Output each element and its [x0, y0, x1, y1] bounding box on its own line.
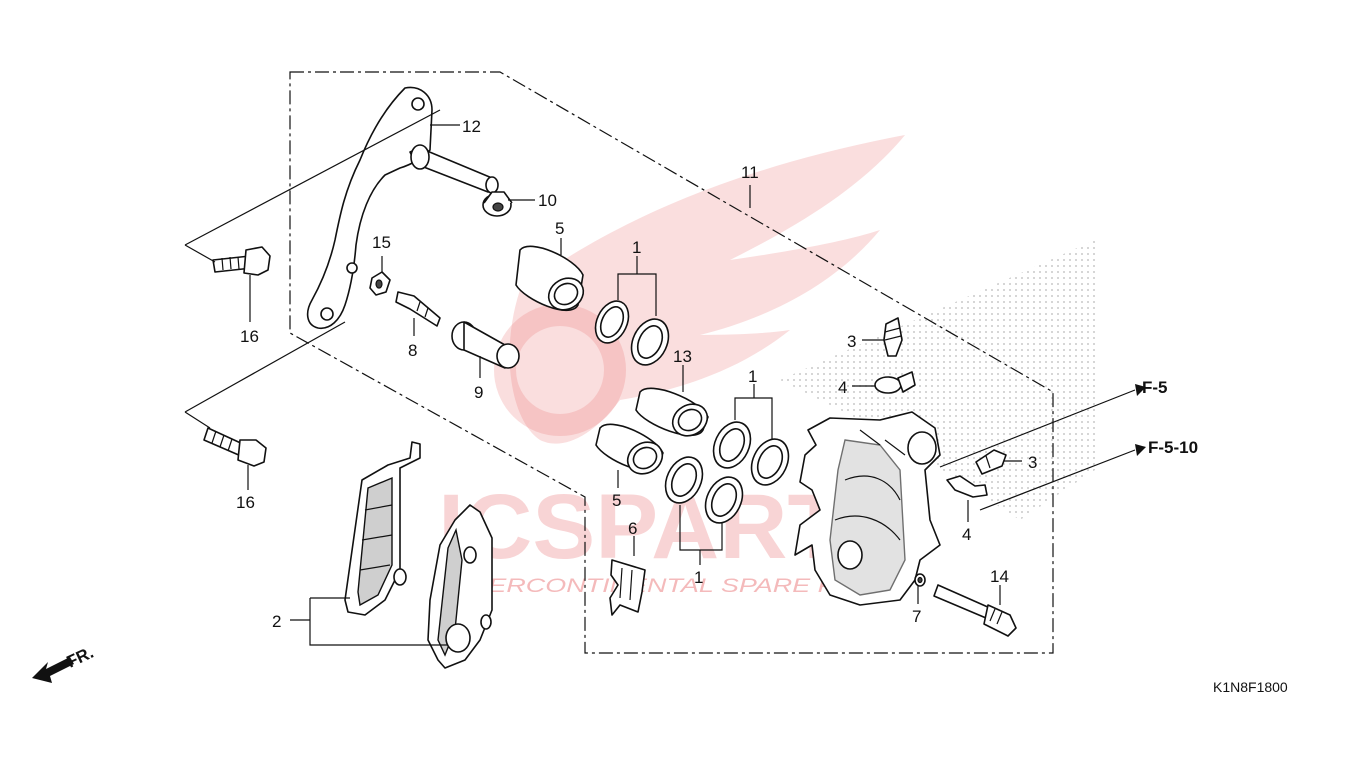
part-label-5-upper[interactable]: 5 — [555, 219, 564, 238]
front-label: FR. — [64, 643, 97, 672]
pin-8 — [395, 291, 441, 327]
seal-set-1-lower — [664, 456, 744, 524]
watermark-wing-dots — [780, 240, 1095, 520]
reference-f-5-10[interactable]: F-5-10 — [1148, 438, 1198, 457]
bolt-16-upper — [212, 246, 271, 276]
bleeder-3-upper — [883, 317, 903, 357]
pin-9 — [451, 321, 520, 369]
part-label-16-upper[interactable]: 16 — [240, 327, 259, 346]
watermark: ICSPARTS INTERCONTINENTAL SPARE PARTS — [438, 135, 1095, 597]
brake-pad-2-inner — [427, 504, 493, 669]
part-label-1-right[interactable]: 1 — [748, 367, 757, 386]
ref-arrow-icon — [1135, 384, 1146, 396]
part-label-4-right[interactable]: 4 — [962, 525, 971, 544]
piston-5-lower — [595, 423, 664, 475]
part-label-3-upper[interactable]: 3 — [847, 332, 856, 351]
diagram-code: K1N8F1800 — [1213, 679, 1288, 695]
washer-7 — [914, 573, 926, 587]
watermark-gear-icon — [494, 304, 626, 436]
bolt-16-lower — [203, 427, 267, 467]
part-label-7-visible[interactable]: 7 — [912, 607, 921, 626]
part-label-13[interactable]: 13 — [673, 347, 692, 366]
seal-set-1-upper — [594, 300, 670, 366]
part-label-15[interactable]: 15 — [372, 233, 391, 252]
part-label-9[interactable]: 9 — [474, 383, 483, 402]
boot-10 — [482, 191, 513, 217]
spring-clip-6 — [609, 559, 646, 616]
part-label-16-lower[interactable]: 16 — [236, 493, 255, 512]
nut-15 — [369, 271, 391, 296]
pin-14 — [933, 584, 1017, 637]
part-label-1-lower[interactable]: 1 — [694, 568, 703, 587]
part-label-12[interactable]: 12 — [462, 117, 481, 136]
part-label-2[interactable]: 2 — [272, 612, 281, 631]
reference-arrows — [1135, 384, 1146, 456]
part-label-10[interactable]: 10 — [538, 191, 557, 210]
cap-4-right — [946, 475, 988, 498]
part-label-4-upper[interactable]: 4 — [838, 378, 847, 397]
brake-pad-2-outer — [344, 441, 421, 616]
ref-arrow-icon — [1135, 444, 1146, 456]
watermark-wing-icon — [509, 135, 905, 444]
seal-set-1-right — [712, 421, 790, 486]
leader-lines — [184, 109, 1136, 646]
front-indicator: FR. — [32, 643, 97, 683]
part-label-14[interactable]: 14 — [990, 567, 1009, 586]
piston-5-upper — [515, 245, 585, 311]
caliper-bracket — [306, 86, 499, 330]
cap-4-upper — [874, 371, 916, 394]
part-label-5-lower[interactable]: 5 — [612, 491, 621, 510]
front-arrow-icon — [32, 657, 74, 683]
part-label-6[interactable]: 6 — [628, 519, 637, 538]
caliper-body — [794, 411, 941, 606]
part-label-11[interactable]: 11 — [741, 163, 759, 182]
part-label-3-right[interactable]: 3 — [1028, 453, 1037, 472]
reference-f-5[interactable]: F-5 — [1142, 378, 1168, 397]
part-label-1-upper[interactable]: 1 — [632, 238, 641, 257]
assembly-boundary — [289, 71, 1054, 654]
piston-13 — [635, 387, 709, 437]
part-label-8[interactable]: 8 — [408, 341, 417, 360]
watermark-tagline: INTERCONTINENTAL SPARE PARTS — [445, 576, 905, 597]
